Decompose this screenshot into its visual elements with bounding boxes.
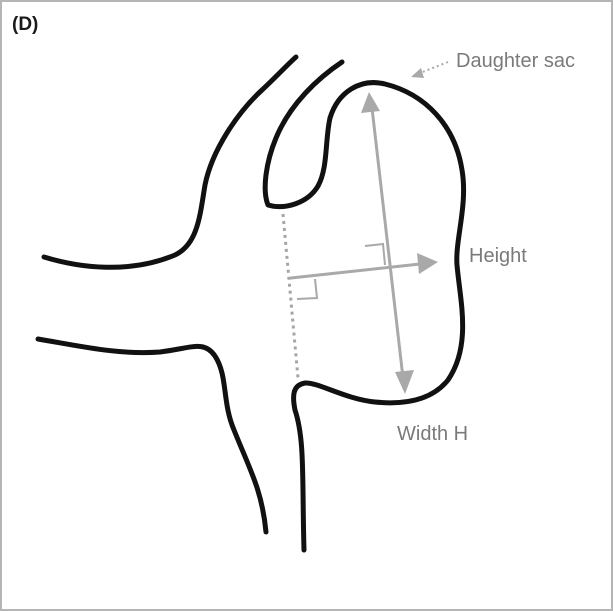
height-label: Height xyxy=(469,245,527,267)
panel-label: (D) xyxy=(12,14,38,35)
daughter-sac-label: Daughter sac xyxy=(456,50,575,72)
width-label: Width H xyxy=(397,423,468,445)
